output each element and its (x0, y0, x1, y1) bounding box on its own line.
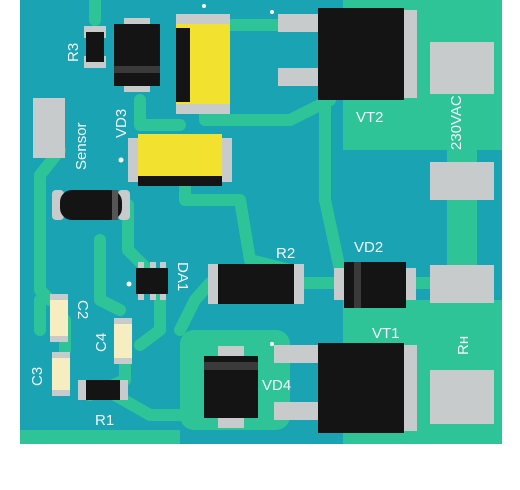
silkscreen-labels: R3 Sensor VD3 VT2 230VAC DA1 R2 VD2 C2 C… (29, 43, 472, 429)
trace-sensor-loop (34, 144, 66, 306)
trace-r2-left (174, 277, 216, 336)
label-r2: R2 (276, 245, 295, 262)
da1-pin1-dot (126, 281, 132, 287)
da1-body (136, 268, 168, 294)
c4-pad-top (114, 318, 132, 328)
c3-capacitor (52, 352, 70, 396)
marker-dot-top2 (270, 10, 274, 14)
vd3-pad-top (124, 18, 150, 28)
label-vd3: VD3 (113, 109, 130, 138)
cap-top-dark (176, 28, 190, 102)
capacitor-yellow-top (176, 14, 230, 114)
connector-pads (33, 42, 494, 424)
da1-pin (160, 292, 166, 300)
label-vt1: VT1 (372, 325, 400, 342)
label-rh: Rн (455, 336, 472, 355)
vt1-lead-top (274, 345, 318, 363)
capacitor-yellow-mid (128, 134, 232, 186)
c2-body (50, 300, 68, 336)
vt2-body (318, 8, 404, 100)
vd2-diode (334, 262, 416, 308)
trace-cap-vt2 (199, 94, 336, 126)
vd4-band (204, 362, 258, 370)
vd3-pad-bottom (124, 82, 150, 92)
marker-dot-cap (118, 157, 124, 163)
marker-dot-top (202, 4, 206, 8)
da1-pin (150, 262, 156, 270)
cap-mid-dark (138, 176, 222, 186)
trace-vt2-r2 (319, 94, 346, 276)
c2-pad-bottom (50, 332, 68, 342)
c4-pad-bottom (114, 354, 132, 364)
vd2-body (344, 262, 406, 308)
vd3-diode (114, 18, 160, 92)
vt1-lead-bottom (274, 402, 318, 420)
label-vd2: VD2 (354, 239, 383, 256)
label-vd4: VD4 (262, 377, 291, 394)
melf-band (112, 190, 118, 220)
c3-pad-top (52, 352, 70, 362)
da1-ic (126, 262, 168, 300)
ac-pad-top (430, 42, 494, 94)
label-da1: DA1 (174, 262, 191, 291)
trace-r1-gnd (109, 389, 186, 421)
label-r1: R1 (95, 412, 114, 429)
melf-diode (52, 190, 130, 220)
r1-resistor (78, 380, 128, 400)
da1-pins (138, 262, 166, 300)
load-pad-bottom (430, 370, 494, 424)
c2-capacitor (50, 294, 68, 342)
vd3-body (114, 24, 160, 86)
vt2-transistor (278, 8, 417, 100)
c2-pad-top (50, 294, 68, 304)
load-pad-top (430, 265, 494, 303)
label-ac: 230VAC (448, 95, 465, 150)
sensor-pad (33, 98, 65, 158)
vt1-body (318, 343, 404, 433)
c3-body (52, 358, 70, 390)
r2-resistor (208, 264, 304, 304)
marker-dot-vd4 (270, 342, 274, 346)
r1-body (86, 380, 120, 400)
trace-da1-c4 (134, 289, 166, 351)
da1-pin (138, 292, 144, 300)
vd2-band (354, 262, 361, 308)
c4-capacitor (114, 318, 132, 364)
label-c4: C4 (93, 333, 110, 352)
da1-pin (160, 262, 166, 270)
trace-left-mid (94, 234, 126, 316)
da1-pin (150, 292, 156, 300)
ac-pad-bottom (430, 162, 494, 200)
c4-body (114, 324, 132, 358)
label-vt2: VT2 (356, 109, 384, 126)
vd4-diode (204, 346, 258, 428)
trace-vd3-cap (134, 94, 186, 131)
label-sensor: Sensor (73, 122, 90, 170)
label-r3: R3 (65, 43, 82, 62)
melf-body (60, 190, 122, 220)
vt1-transistor (274, 343, 417, 433)
vt2-lead-top (278, 14, 320, 32)
r3-resistor (84, 26, 106, 68)
copper-pour-left-bottom (20, 430, 180, 444)
vd3-band (114, 66, 160, 73)
r3-body (86, 32, 104, 62)
da1-pin (138, 262, 144, 270)
c3-pad-bottom (52, 386, 70, 396)
label-c2: C2 (74, 300, 91, 319)
label-c3: C3 (29, 367, 46, 386)
vt2-lead-bottom (278, 68, 320, 86)
r2-body (218, 264, 294, 304)
